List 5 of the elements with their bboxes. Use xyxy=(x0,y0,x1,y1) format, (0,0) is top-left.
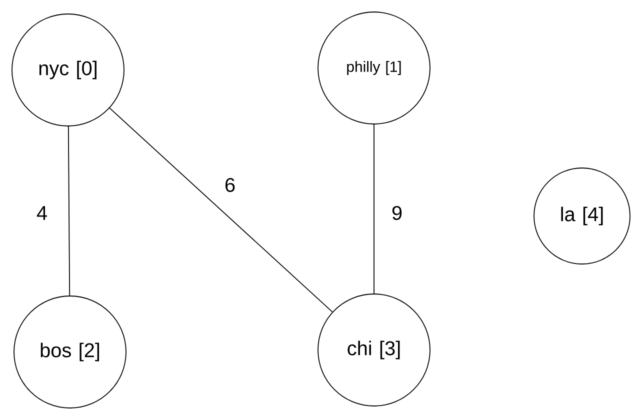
edge-label: 6 xyxy=(225,178,235,192)
edge-line xyxy=(109,108,333,312)
edge-line xyxy=(68,126,70,296)
edge-label: 9 xyxy=(392,206,402,220)
edge-label: 4 xyxy=(36,206,47,220)
